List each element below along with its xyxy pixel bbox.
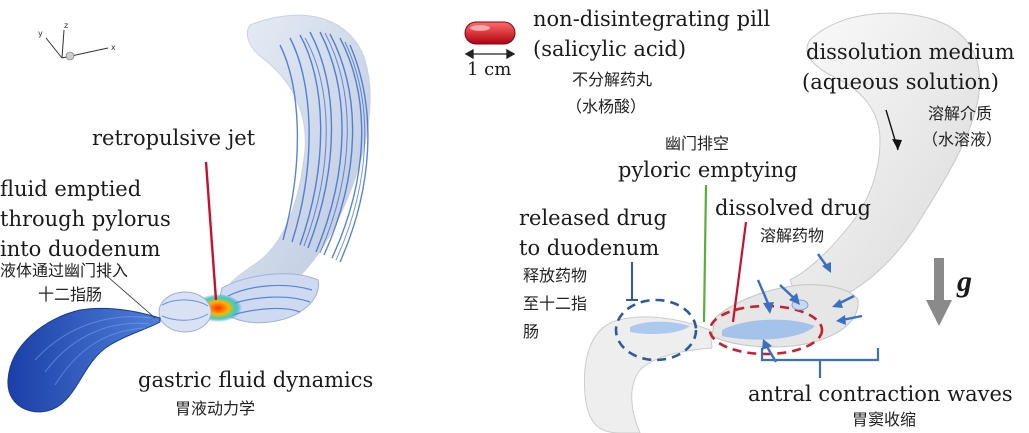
gastric-fluid-dynamics-zh: 胃液动力学 xyxy=(175,399,256,418)
antral-contraction-zh: 胃窦收缩 xyxy=(852,410,917,429)
dissolution-medium-label-1: dissolution medium xyxy=(806,40,1015,64)
gravity-label: g xyxy=(957,265,972,298)
stomach-flow-model xyxy=(7,14,371,413)
axis-x-label: x xyxy=(111,43,116,52)
released-drug-region xyxy=(614,298,698,362)
dissolution-medium-zh-1: 溶解介质 xyxy=(928,104,993,123)
dissolution-medium-label-2: (aqueous solution) xyxy=(802,70,999,94)
pyloric-emptying-label: pyloric emptying xyxy=(618,158,798,182)
dissolved-drug-pointer xyxy=(731,221,748,323)
pill-icon xyxy=(464,21,516,45)
released-drug-zh-1: 释放药物 xyxy=(523,266,588,285)
retropulsive-jet-pointer xyxy=(204,161,218,301)
fluid-emptied-label-3: into duodenum xyxy=(0,237,161,261)
released-drug-zh-2: 至十二指 xyxy=(523,294,588,313)
released-drug-zh-3: 肠 xyxy=(523,322,540,341)
dissolved-drug-label: dissolved drug xyxy=(715,196,871,220)
pill-zh-1: 不分解药丸 xyxy=(572,70,653,89)
fluid-emptied-zh-2: 十二指肠 xyxy=(38,285,103,304)
pyloric-emptying-zh: 幽门排空 xyxy=(665,134,730,153)
dissolved-drug-zh: 溶解药物 xyxy=(760,226,825,245)
scale-label: 1 cm xyxy=(467,59,512,80)
released-drug-label-2: to duodenum xyxy=(519,236,660,260)
axis-y-label: y xyxy=(38,29,43,38)
pyloric-emptying-pointer xyxy=(702,184,708,323)
released-drug-label-1: released drug xyxy=(519,206,667,230)
contraction-wave-arrows xyxy=(756,253,863,363)
pill-label-1: non-disintegrating pill xyxy=(533,7,771,31)
scale-bar-icon xyxy=(464,48,516,60)
axis-triad-icon xyxy=(45,29,109,61)
fluid-emptied-label-1: fluid emptied xyxy=(0,177,142,201)
fluid-emptied-label-2: through pylorus xyxy=(0,207,171,231)
dissolution-medium-zh-2: （水溶液） xyxy=(922,130,1003,149)
gastric-fluid-dynamics-label: gastric fluid dynamics xyxy=(138,368,374,392)
antral-contraction-label: antral contraction waves xyxy=(748,382,1013,406)
pill-zh-2: （水杨酸） xyxy=(566,97,647,116)
retropulsive-jet-label: retropulsive jet xyxy=(92,126,256,150)
gravity-arrow-icon xyxy=(926,258,952,326)
axis-z-label: z xyxy=(64,21,69,30)
fluid-emptied-zh-1: 液体通过幽门排入 xyxy=(0,261,129,280)
released-drug-pointer xyxy=(626,262,638,301)
pill-label-2: (salicylic acid) xyxy=(533,37,687,61)
